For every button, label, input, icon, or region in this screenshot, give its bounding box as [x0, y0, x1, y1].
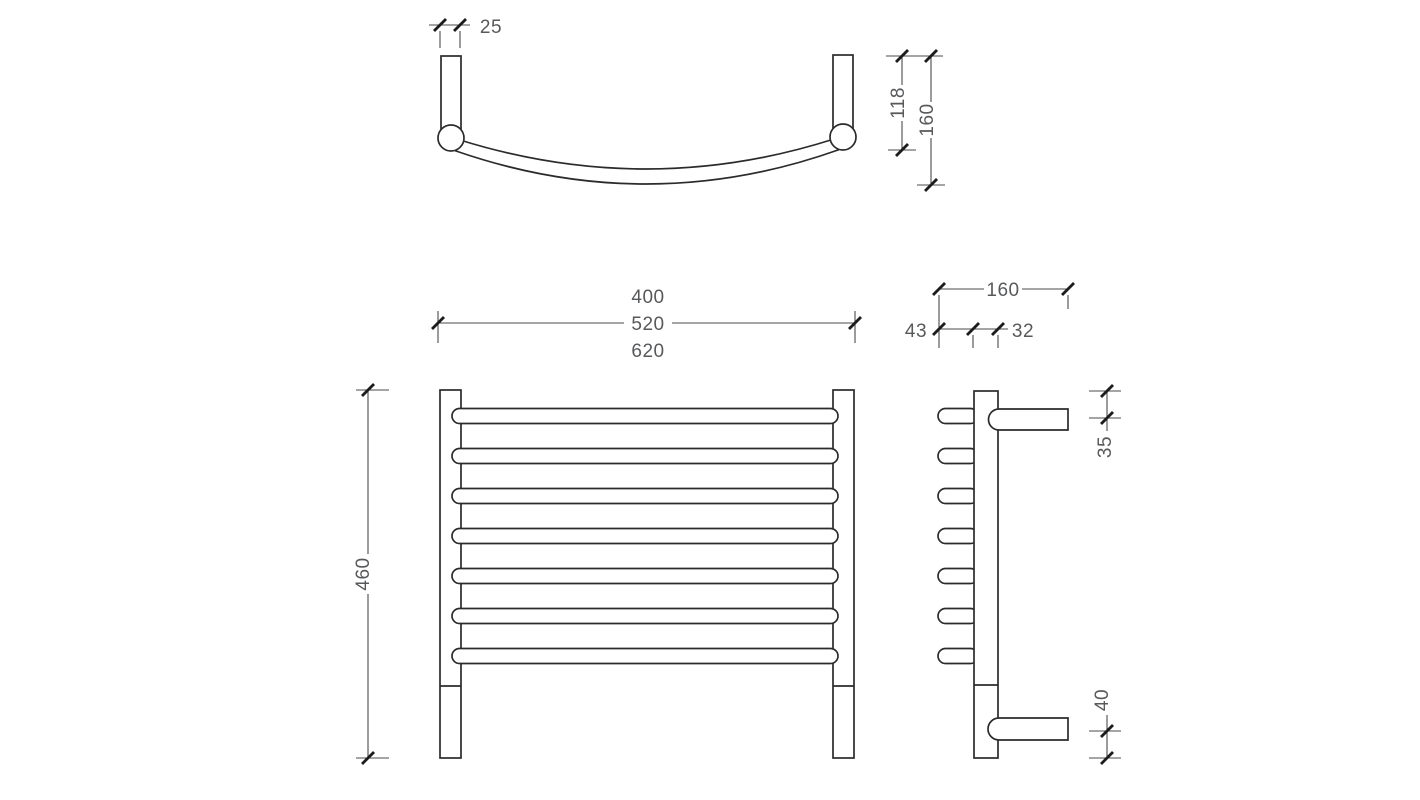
tick-mark [932, 282, 946, 296]
tick-mark [924, 49, 938, 63]
top-view-left-joint-circle [437, 124, 465, 152]
top-view [437, 54, 857, 185]
tick-mark [848, 316, 862, 330]
side-post [973, 390, 999, 759]
rail-bar [451, 447, 839, 465]
side-view-dimensions: 160 43 32 35 40 [905, 280, 1121, 765]
tick-mark [966, 322, 980, 336]
rail-bar [451, 407, 839, 425]
tick-mark [924, 178, 938, 192]
rail-bar [451, 647, 839, 665]
top-view-right-joint-circle [829, 123, 857, 151]
curved-rail-band [454, 137, 840, 185]
rail-end [937, 487, 979, 505]
front-view-dimensions: 400 520 620 460 [353, 287, 862, 765]
dim-label-top-bracket-35: 35 [1095, 436, 1116, 458]
rail-bar [451, 567, 839, 585]
dim-label-width-520: 520 [631, 314, 664, 335]
rail-end [937, 567, 979, 585]
top-view-left-post [440, 55, 462, 133]
dim-label-post-width: 25 [480, 17, 502, 38]
dim-label-rail-projection-43: 43 [905, 321, 927, 342]
top-wall-bracket [987, 408, 1069, 431]
tick-mark [895, 143, 909, 157]
dim-label-width-620: 620 [631, 341, 664, 362]
tick-mark [361, 751, 375, 765]
tick-mark [1100, 384, 1114, 398]
tick-mark [361, 383, 375, 397]
rail-end [937, 447, 979, 465]
rail-end [937, 407, 979, 425]
tick-mark [1100, 411, 1114, 425]
tick-mark [453, 18, 467, 32]
tick-mark [431, 316, 445, 330]
tick-mark [1100, 724, 1114, 738]
tick-mark [895, 49, 909, 63]
top-view-right-post [832, 54, 854, 133]
tick-mark [433, 18, 447, 32]
rail-bar [451, 607, 839, 625]
tick-mark [932, 322, 946, 336]
dim-label-side-depth-160: 160 [986, 280, 1019, 301]
rail-end [937, 527, 979, 545]
dim-label-curve-depth: 118 [888, 87, 909, 119]
dim-label-post-depth-32: 32 [1012, 321, 1034, 342]
rail-end [937, 607, 979, 625]
side-view [937, 390, 1069, 759]
top-view-dimensions: 25 118 160 [429, 17, 945, 192]
bottom-wall-bracket [987, 717, 1069, 741]
tick-mark [1061, 282, 1075, 296]
rail-bar [451, 527, 839, 545]
dim-label-height-460: 460 [353, 557, 374, 590]
dim-label-bottom-bracket-40: 40 [1092, 689, 1113, 711]
rail-bar [451, 487, 839, 505]
dim-label-width-400: 400 [631, 287, 664, 308]
dim-label-top-overall-depth: 160 [917, 103, 938, 136]
tick-mark [1100, 751, 1114, 765]
rail-end [937, 647, 979, 665]
front-view [439, 389, 855, 759]
tick-mark [991, 322, 1005, 336]
